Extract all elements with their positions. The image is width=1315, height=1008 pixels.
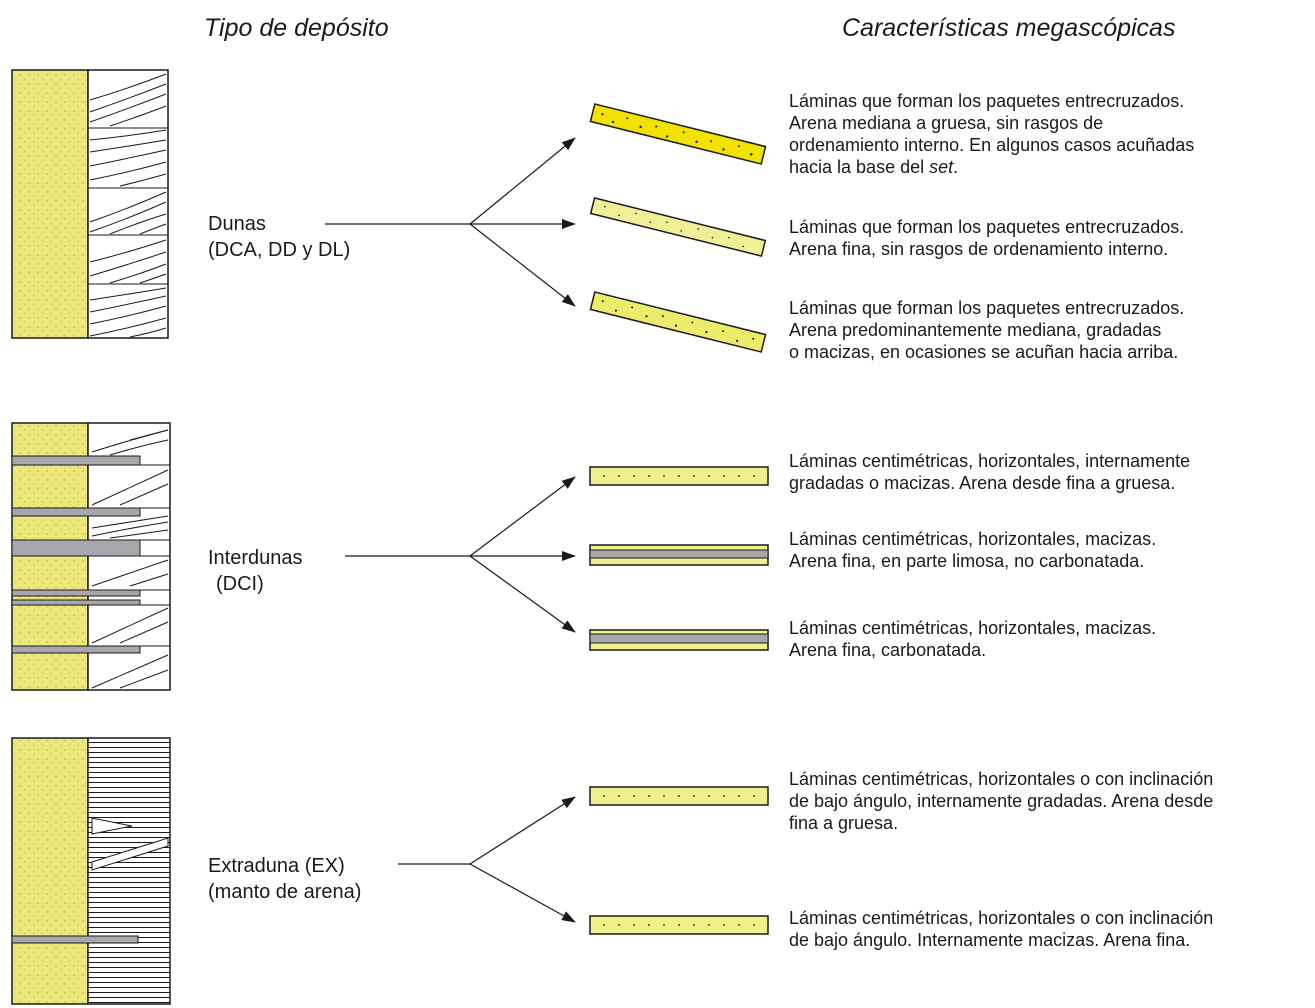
- header-deposit-type: Tipo de depósito: [204, 14, 389, 42]
- desc-interdunas-1: Láminas centimétricas, horizontales, int…: [789, 451, 1191, 493]
- desc-interdunas-2: Láminas centimétricas, horizontales, mac…: [789, 529, 1157, 571]
- desc-dunas-1: Láminas que forman los paquetes entrecru…: [789, 91, 1195, 177]
- desc-extraduna-1: Láminas centimétricas, horizontales o co…: [789, 769, 1214, 833]
- sample-interdunas-graded: [589, 466, 769, 486]
- sample-interdunas-silty: [589, 544, 769, 566]
- arrow-dunas-1: [469, 137, 576, 225]
- desc-extraduna-2: Láminas centimétricas, horizontales o co…: [789, 908, 1214, 950]
- lamina-samples: [589, 103, 769, 935]
- sample-dunas-fine: [589, 197, 767, 257]
- arrow-interdunas-3: [469, 555, 576, 633]
- sample-dunas-coarse: [589, 103, 767, 165]
- column-dunas: [11, 69, 169, 339]
- desc-dunas-2: Láminas que forman los paquetes entrecru…: [789, 217, 1185, 259]
- column-extraduna: [11, 737, 171, 1005]
- sample-interdunas-carbonate: [589, 629, 769, 651]
- header-characteristics: Características megascópicas: [842, 14, 1176, 42]
- sample-dunas-medium: [589, 291, 767, 353]
- column-interdunas: [11, 422, 171, 691]
- label-dunas: Dunas (DCA, DD y DL): [208, 213, 351, 261]
- desc-dunas-3: Láminas que forman los paquetes entrecru…: [789, 298, 1185, 362]
- arrow-dunas-3: [469, 223, 576, 307]
- arrow-extraduna-1: [469, 796, 576, 865]
- arrow-extraduna-2: [469, 863, 576, 923]
- sample-extraduna-massive: [589, 915, 769, 935]
- desc-interdunas-3: Láminas centimétricas, horizontales, mac…: [789, 618, 1157, 660]
- label-extraduna: Extraduna (EX) (manto de arena): [208, 855, 362, 903]
- sample-extraduna-graded: [589, 786, 769, 806]
- label-interdunas: Interdunas (DCI): [208, 547, 303, 595]
- connectors: [325, 137, 576, 923]
- arrow-interdunas-1: [469, 476, 576, 557]
